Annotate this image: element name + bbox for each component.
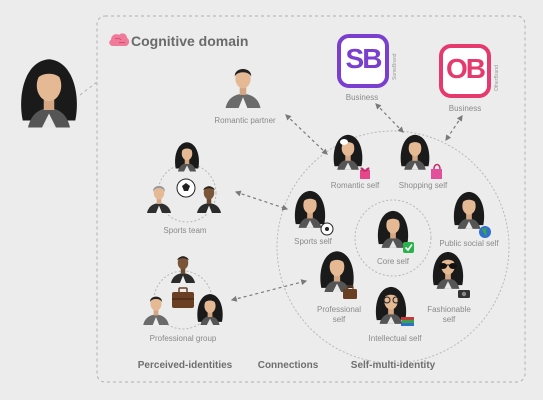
camera-icon [458,290,470,298]
romantic-partner-avatar [225,68,261,108]
sports-self-label: Sports self [294,237,332,246]
glasses-icon [383,296,400,304]
public-social-self-avatar [453,191,485,229]
main-avatar [21,59,77,128]
intellectual-self-label: Intellectual self [368,334,422,343]
checkmark-icon [403,242,414,253]
briefcase-icon [172,287,194,308]
fashionable-self-avatar [432,251,464,289]
otherbrand-logo [439,44,491,98]
business-label-somebrand: Business [345,93,379,102]
flower-icon [340,139,348,145]
connections-label: Connections [257,360,319,371]
professional-self-label: Professional self [316,305,362,324]
somebrand-logo-text: SB [345,43,383,74]
brain-icon [109,33,130,46]
sports-team-avatars [147,142,221,213]
core-self-avatar [377,210,409,248]
romantic-self-avatar [333,134,363,170]
briefcase-icon [343,285,357,299]
otherbrand-logo-text: OB [446,53,486,84]
heart-gift-icon [360,167,370,179]
perceived-identities-label: Perceived-identities [137,360,233,371]
fashionable-self-label: Fashionable self [427,305,471,324]
shopping-self-avatar [400,134,430,170]
page-title: Cognitive domain [131,33,249,49]
somebrand-caption: SomeBrand [392,53,398,80]
shopping-bag-icon [431,163,442,179]
public-social-self-label: Public social self [439,239,499,248]
sunglasses-icon [439,263,457,269]
professional-group-label: Professional group [149,334,217,343]
otherbrand-caption: OtherBrand [494,65,500,91]
shopping-self-label: Shopping self [398,181,448,190]
romantic-partner-label: Romantic partner [214,116,276,125]
somebrand-logo [337,34,389,88]
soccer-ball-icon [320,222,334,236]
sports-team-label: Sports team [163,226,207,235]
core-self-label: Core self [376,257,410,266]
business-label-otherbrand: Business [448,104,482,113]
sports-self-avatar [294,190,326,228]
soccer-ball-icon [176,178,196,198]
globe-icon [479,226,491,238]
romantic-self-label: Romantic self [330,181,380,190]
self-multi-identity-label: Self-multi-identity [350,360,436,371]
book-icon [401,317,414,326]
